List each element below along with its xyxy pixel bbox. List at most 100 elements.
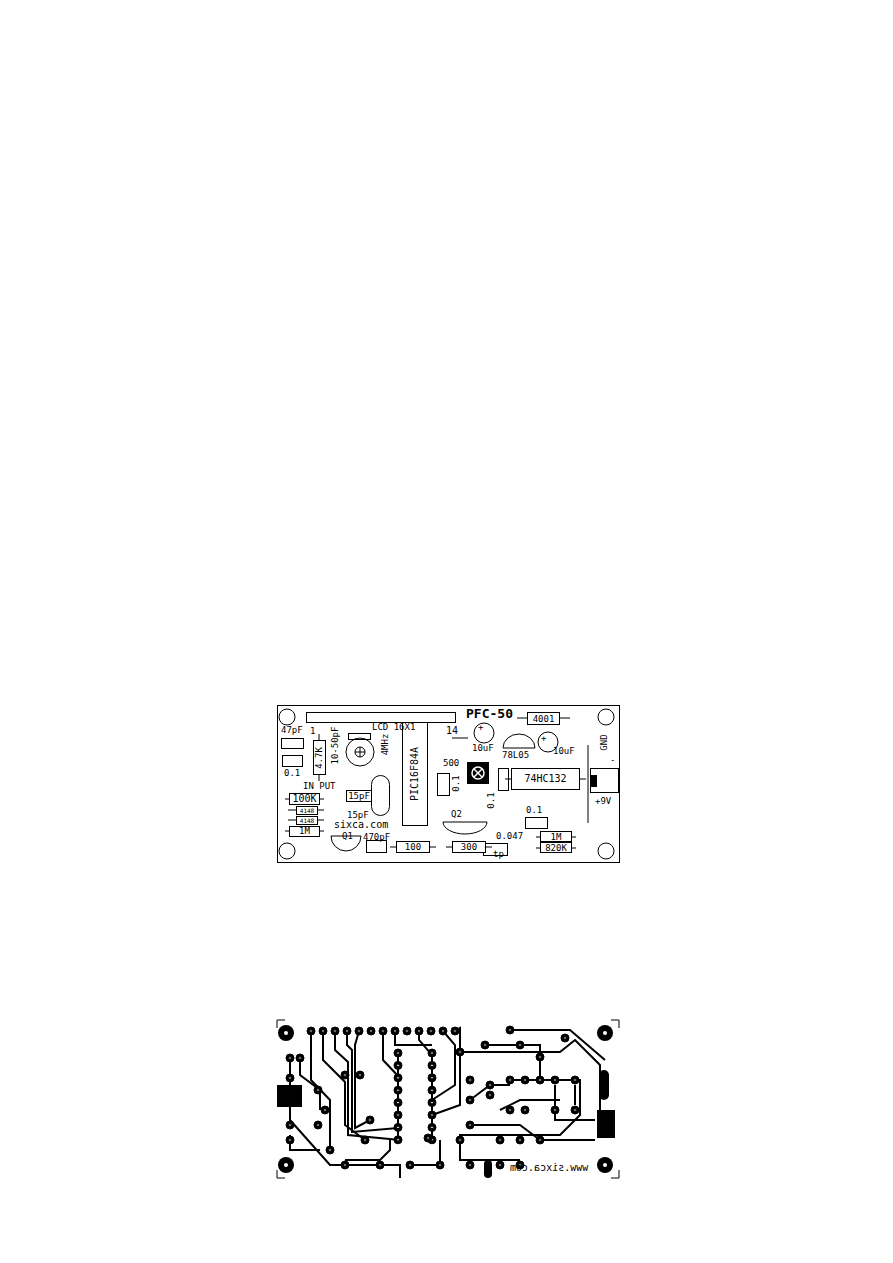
copper-pad (428, 1061, 436, 1069)
copper-pad (427, 1027, 435, 1035)
part-value: 4.7K (315, 747, 324, 769)
drill-hole (317, 1089, 320, 1092)
copper-pad (394, 1061, 402, 1069)
drill-hole (431, 1126, 434, 1129)
copper-pad (536, 1076, 544, 1084)
silkscreen-label: 14 (446, 726, 458, 736)
copper-pad (551, 1106, 559, 1114)
drill-hole (370, 1030, 373, 1033)
copper-pad (415, 1027, 423, 1035)
drill-hole (289, 1077, 292, 1080)
drill-hole (484, 1044, 487, 1047)
copper-pad (466, 1161, 474, 1169)
silkscreen-label: IN PUT (303, 782, 336, 791)
component-box: 100K (289, 793, 320, 805)
drill-hole (346, 1030, 349, 1033)
drill-hole (394, 1030, 397, 1033)
copper-pad (286, 1136, 294, 1144)
drill-hole (382, 1030, 385, 1033)
drill-hole (364, 1139, 367, 1142)
silkscreen-label: sixca.com (334, 820, 388, 830)
silkscreen-label: 10uF (553, 747, 575, 756)
copper-pad (343, 1027, 351, 1035)
copper-pad (314, 1086, 322, 1094)
drill-hole (397, 1052, 400, 1055)
mirrored-watermark: www.sixca.com (510, 1163, 588, 1173)
silkscreen-label: 10-50pF (331, 726, 340, 764)
copper-pad (496, 1136, 504, 1144)
part-value: 4148 (300, 808, 314, 814)
copper-pad (361, 1136, 369, 1144)
part-value: 100K (292, 794, 316, 804)
copper-pad (521, 1106, 529, 1114)
silkscreen-label: 500 (443, 759, 459, 768)
copper-pad (394, 1049, 402, 1057)
silkscreen-label: + (478, 723, 483, 732)
drill-hole (397, 1139, 400, 1142)
drill-hole (524, 1109, 527, 1112)
copper-pad (451, 1027, 459, 1035)
copper-pad (506, 1106, 514, 1114)
copper-pad (486, 1091, 494, 1099)
component-box: 300 (452, 841, 486, 853)
drill-hole (329, 1149, 332, 1152)
silkscreen-label: 4MHz (381, 733, 390, 755)
drill-hole (344, 1074, 347, 1077)
drill-hole (397, 1077, 400, 1080)
drill-hole (539, 1139, 542, 1142)
silkscreen-label: Q2 (451, 810, 462, 819)
drill-hole (489, 1084, 492, 1087)
part-value: 100 (405, 843, 421, 852)
component-box: 15pF (346, 790, 372, 802)
silkscreen-label: Q1 (342, 832, 353, 841)
drill-hole (442, 1030, 445, 1033)
drill-hole (509, 1079, 512, 1082)
copper-pad (391, 1027, 399, 1035)
copper-pad (307, 1027, 315, 1035)
part-value: 820K (545, 843, 567, 852)
part-value: 1M (551, 832, 562, 841)
drill-hole (409, 1164, 412, 1167)
copper-pad (428, 1099, 436, 1107)
copper-pad (551, 1076, 559, 1084)
copper-pad (367, 1027, 375, 1035)
copper-pad (403, 1027, 411, 1035)
drill-hole (289, 1057, 292, 1060)
drill-hole (469, 1124, 472, 1127)
drill-hole (459, 1139, 462, 1142)
copper-pad (428, 1123, 436, 1131)
drill-hole (459, 1051, 462, 1054)
silkscreen-label: 0.1 (284, 769, 300, 778)
copper-pad (516, 1041, 524, 1049)
drill-hole (524, 1079, 527, 1082)
copper-pad (394, 1074, 402, 1082)
drill-hole (574, 1109, 577, 1112)
drill-hole (469, 1079, 472, 1082)
component-box: 820K (540, 842, 572, 853)
part-value: 4148 (300, 818, 314, 824)
copper-pad (394, 1086, 402, 1094)
copper-pad (561, 1034, 569, 1042)
copper-pad (571, 1076, 579, 1084)
drill-hole (418, 1030, 421, 1033)
copper-pad (536, 1053, 544, 1061)
drill-hole (359, 1074, 362, 1077)
component-box: 1M (540, 831, 572, 842)
copper-pad (428, 1086, 436, 1094)
silkscreen-label: - (610, 756, 615, 765)
drill-hole (310, 1030, 313, 1033)
drill-hole (430, 1030, 433, 1033)
copper-pad (321, 1106, 329, 1114)
copper-pad (406, 1161, 414, 1169)
copper-pad (376, 1161, 384, 1169)
drill-hole (334, 1030, 337, 1033)
silkscreen-label: +9V (595, 797, 611, 806)
component-box: 74HC132 (511, 768, 580, 790)
silkscreen-label: 78L05 (502, 751, 529, 760)
silkscreen-label: 10uF (472, 744, 494, 753)
drill-hole (489, 1094, 492, 1097)
drill-hole (439, 1164, 442, 1167)
copper-pad (439, 1027, 447, 1035)
part-value: 300 (461, 843, 477, 852)
